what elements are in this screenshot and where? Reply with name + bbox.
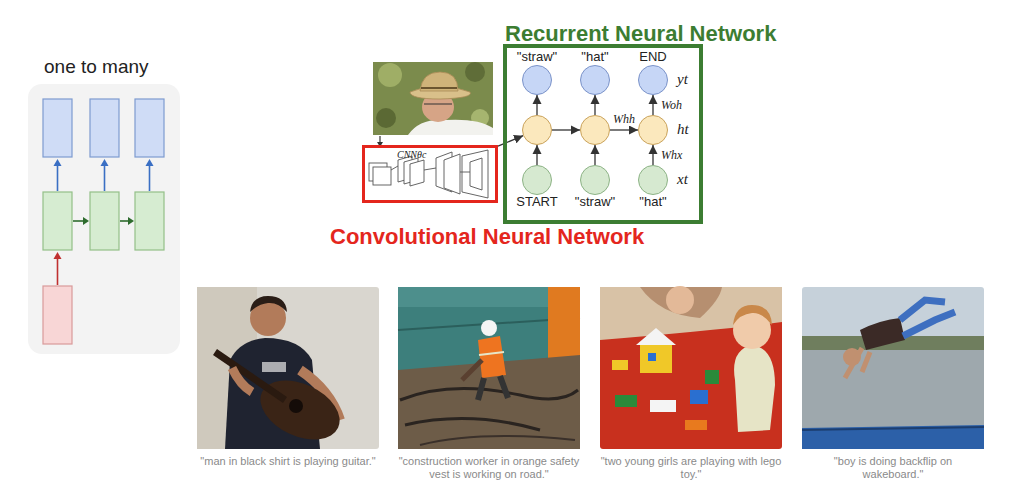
caption: "man in black shirt is playing guitar.": [197, 455, 379, 468]
token-label: "straw": [575, 195, 615, 210]
input-circle: START: [522, 165, 552, 195]
weight-label: Whx: [660, 148, 683, 162]
connector: [652, 95, 653, 115]
hidden-boxes: [43, 192, 164, 250]
output-circle: "hat": [580, 65, 610, 95]
panel: [28, 84, 180, 354]
output-circle: ENDyt: [638, 65, 668, 95]
variable-label: yt: [677, 71, 688, 88]
token-label: END: [639, 50, 666, 65]
rnn-box: Recurrent Neural Network"straw""hat"ENDy…: [503, 44, 703, 224]
token-label: START: [516, 195, 557, 210]
connector: [594, 95, 595, 115]
guitar-photo: [197, 287, 379, 451]
output-circle: "straw": [522, 65, 552, 95]
heading: Convolutional Neural Network: [330, 224, 644, 249]
connector: [498, 136, 523, 146]
connector: [652, 145, 653, 165]
weight-label: Whh: [612, 112, 636, 126]
hidden-circle: [580, 115, 610, 145]
connector: [552, 129, 580, 130]
caption: "boy is doing backflip on wakeboard.": [802, 455, 984, 481]
panel-title: one to many: [44, 56, 149, 79]
weight-label: Woh: [660, 98, 683, 112]
construction-photo: [398, 287, 580, 449]
cnn-box: CNNθcConvolutional Neural Network: [362, 145, 498, 203]
network-label: CNNθc: [397, 149, 426, 161]
caption: "two young girls are playing with lego t…: [600, 455, 782, 481]
hidden-circle: ht: [638, 115, 668, 145]
variable-label: xt: [677, 171, 688, 188]
panel-arrows: [54, 159, 154, 285]
token-label: "straw": [517, 50, 557, 65]
heading: Recurrent Neural Network: [505, 21, 776, 46]
connector: [610, 129, 638, 130]
input-box: [43, 286, 72, 344]
backflip-photo: [802, 287, 984, 449]
lego-photo: [600, 286, 782, 449]
input-circle: "straw": [580, 165, 610, 195]
connector: [536, 145, 537, 165]
token-label: "hat": [639, 195, 666, 210]
connector: [536, 95, 537, 115]
connector: [594, 145, 595, 165]
cnn-layers: [369, 150, 488, 198]
input-circle: "hat"xt: [638, 165, 668, 195]
variable-label: ht: [677, 121, 689, 138]
hidden-circle: [522, 115, 552, 145]
token-label: "hat": [581, 50, 608, 65]
output-boxes: [43, 99, 164, 157]
caption: "construction worker in orange safety ve…: [398, 455, 580, 481]
straw-hat-photo: [373, 62, 493, 135]
